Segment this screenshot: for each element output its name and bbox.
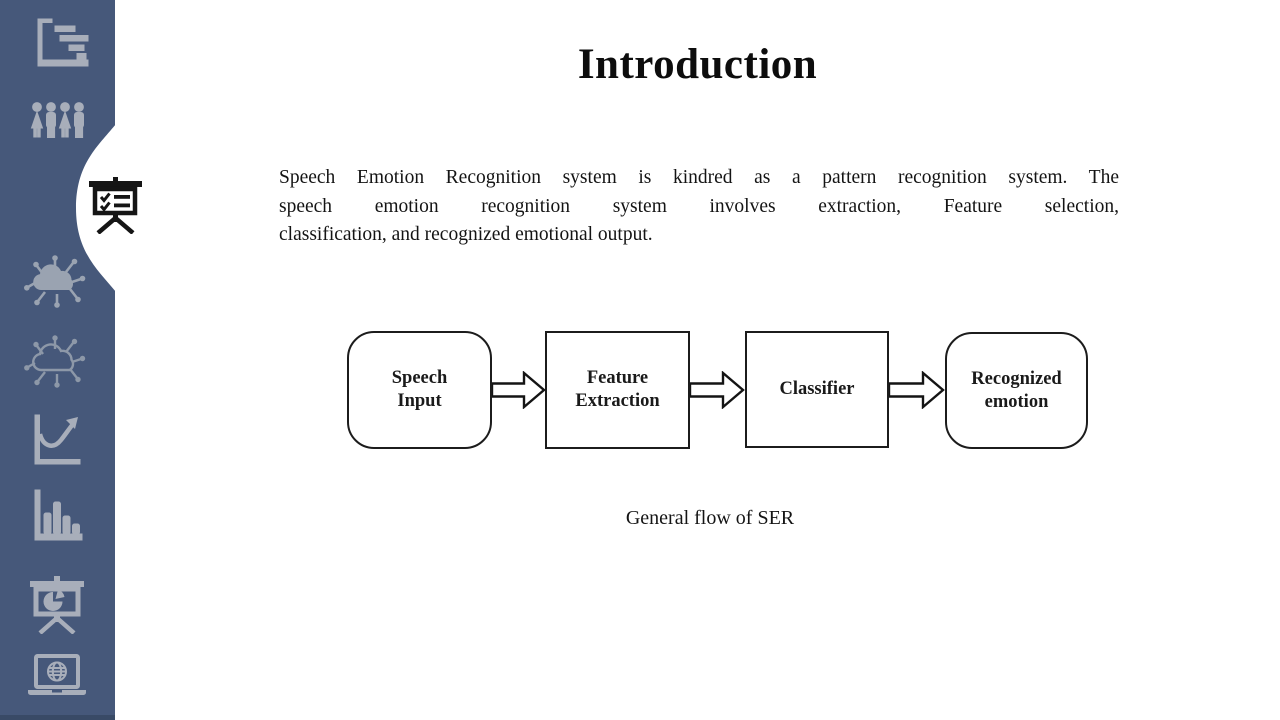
- people-group-icon: [30, 102, 84, 138]
- sidebar-item-bar-chart[interactable]: [30, 488, 84, 546]
- sidebar-item-trend[interactable]: [30, 412, 82, 470]
- sidebar-item-cloud-filled[interactable]: [24, 252, 86, 312]
- intro-line: Speech Emotion Recognition system is kin…: [279, 167, 1119, 188]
- sidebar-item-cloud-outline[interactable]: [24, 332, 86, 392]
- bar-chart-icon: [34, 489, 83, 541]
- cloud-network-filled-icon: [24, 255, 86, 308]
- intro-line: classification, and recognized emotional…: [279, 224, 653, 246]
- flow-box-feature-extraction: Feature Extraction: [545, 331, 690, 449]
- presentation-checklist-icon: [89, 177, 142, 234]
- sidebar-item-web[interactable]: [26, 654, 88, 698]
- flow-box-recognized-emotion: Recognized emotion: [945, 332, 1088, 449]
- presentation-pie-icon: [30, 576, 84, 634]
- sidebar-item-team[interactable]: [30, 102, 86, 144]
- flow-arrow-3: [888, 371, 945, 409]
- cloud-network-outline-icon: [24, 335, 86, 388]
- flow-box-classifier: Classifier: [745, 331, 889, 448]
- diagram-caption: General flow of SER: [625, 507, 795, 529]
- intro-paragraph: Speech Emotion Recognition system is kin…: [279, 164, 1119, 250]
- laptop-globe-icon: [28, 654, 86, 695]
- active-item-bump: [76, 124, 122, 292]
- page-title: Introduction: [577, 41, 818, 88]
- sidebar-item-presentation[interactable]: [28, 576, 86, 634]
- gantt-chart-icon: [37, 18, 89, 67]
- sidebar-item-outline[interactable]: [28, 12, 90, 72]
- flow-box-speech-input: Speech Input: [347, 331, 492, 449]
- line-chart-arrow-icon: [34, 414, 81, 465]
- flow-arrow-2: [689, 371, 745, 409]
- flow-arrow-1: [491, 371, 546, 409]
- intro-line: speech emotion recognition system involv…: [279, 195, 1119, 217]
- sidebar-item-current-slide[interactable]: [86, 176, 144, 234]
- sidebar-bottom-strip: [0, 715, 115, 720]
